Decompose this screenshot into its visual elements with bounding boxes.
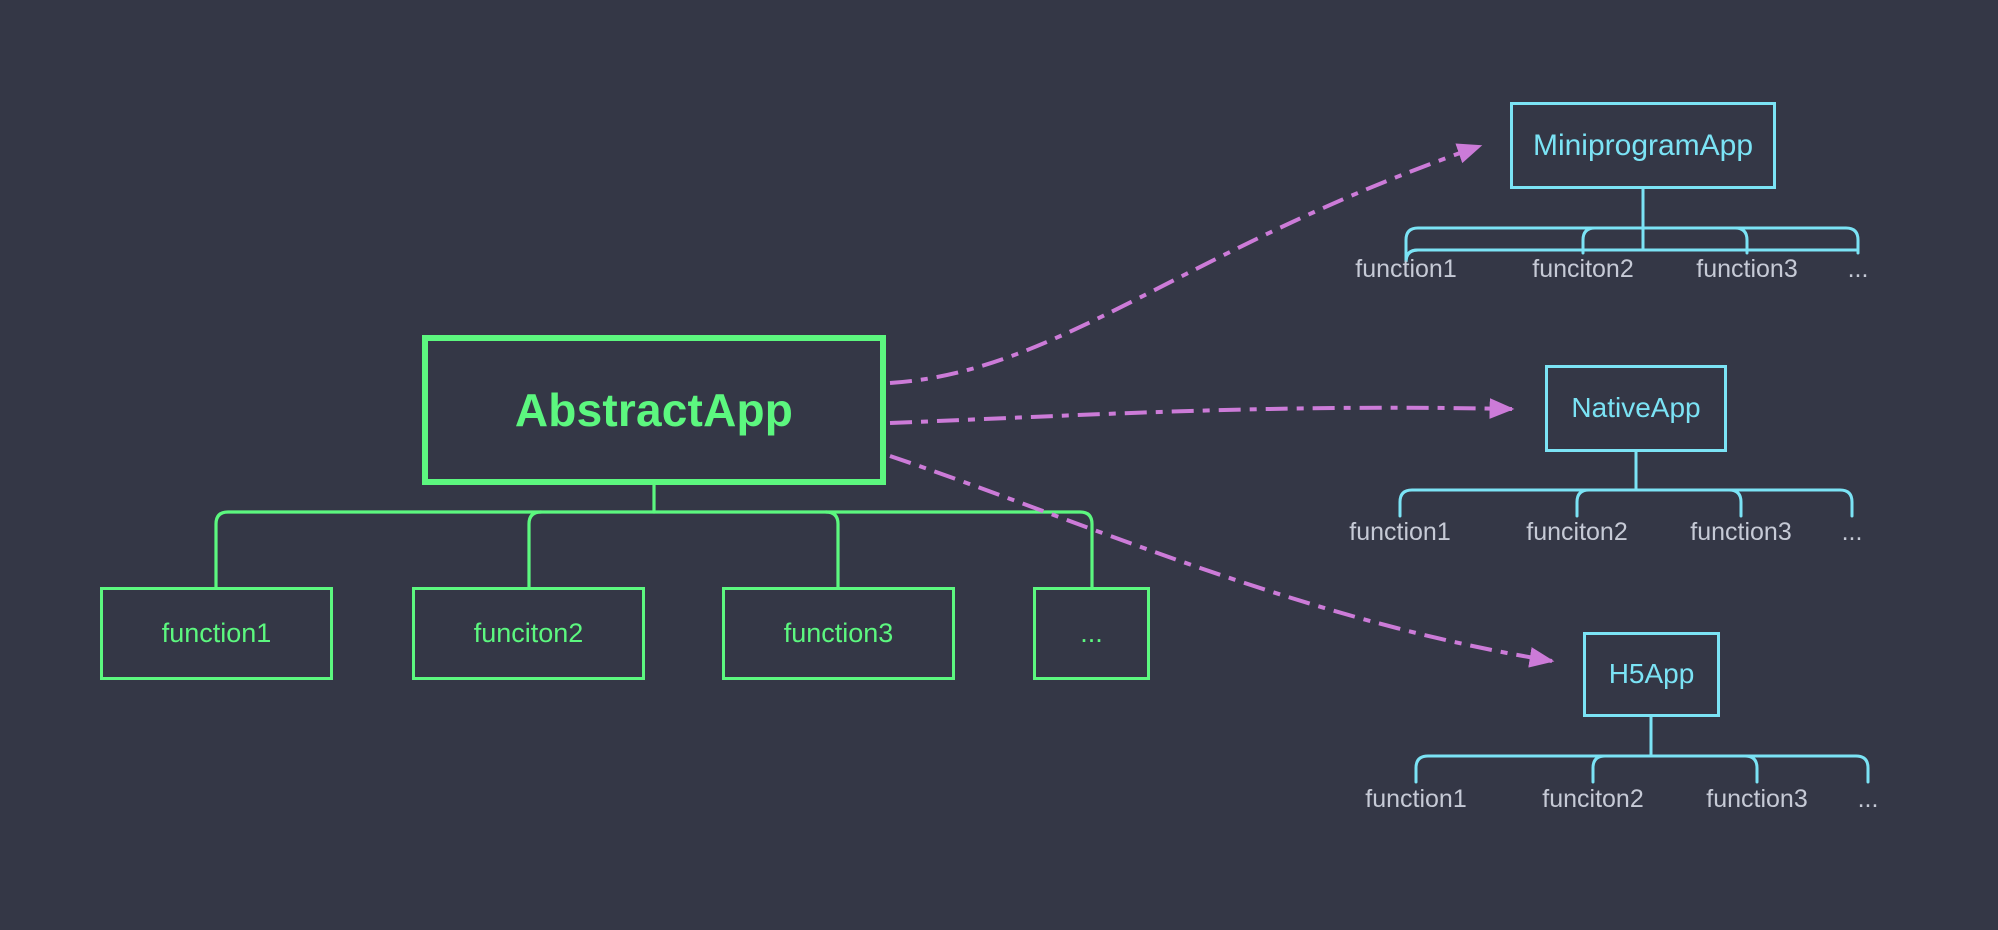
abstract-function-box-2[interactable]: funciton2: [412, 587, 645, 680]
miniprogram-tree-drops: [1404, 187, 1860, 255]
native-function-label-2: funciton2: [1526, 518, 1628, 546]
h5-function-label-more: ...: [1857, 785, 1879, 813]
h5-function-label-1: function1: [1365, 785, 1467, 813]
native-tree-drops: [1398, 450, 1854, 518]
arrow-to-h5: [889, 454, 1555, 668]
abstract-function-box-3[interactable]: function3: [722, 587, 955, 680]
native-function-label-1: function1: [1349, 518, 1451, 546]
abstract-tree-connectors: [214, 483, 1094, 589]
native-function-label-3: function3: [1690, 518, 1792, 546]
h5-app-node[interactable]: H5App: [1583, 632, 1720, 717]
miniprogram-function-label-1: function1: [1355, 255, 1457, 283]
implements-arrows: [889, 143, 1555, 668]
abstract-function-box-more[interactable]: ...: [1033, 587, 1150, 680]
miniprogram-function-label-more: ...: [1847, 255, 1869, 283]
h5-tree-drops: [1414, 715, 1870, 784]
miniprogram-function-label-3: function3: [1696, 255, 1798, 283]
miniprogram-function-label-2: funciton2: [1532, 255, 1634, 283]
abstract-function-box-1[interactable]: function1: [100, 587, 333, 680]
native-function-label-more: ...: [1841, 518, 1863, 546]
miniprogram-app-node[interactable]: MiniprogramApp: [1510, 102, 1776, 189]
abstract-app-node[interactable]: AbstractApp: [422, 335, 886, 485]
native-app-node[interactable]: NativeApp: [1545, 365, 1727, 452]
miniprogram-tree-connectors: [1404, 187, 1860, 263]
h5-function-label-3: function3: [1706, 785, 1808, 813]
arrow-to-native: [889, 398, 1515, 425]
h5-function-label-2: funciton2: [1542, 785, 1644, 813]
